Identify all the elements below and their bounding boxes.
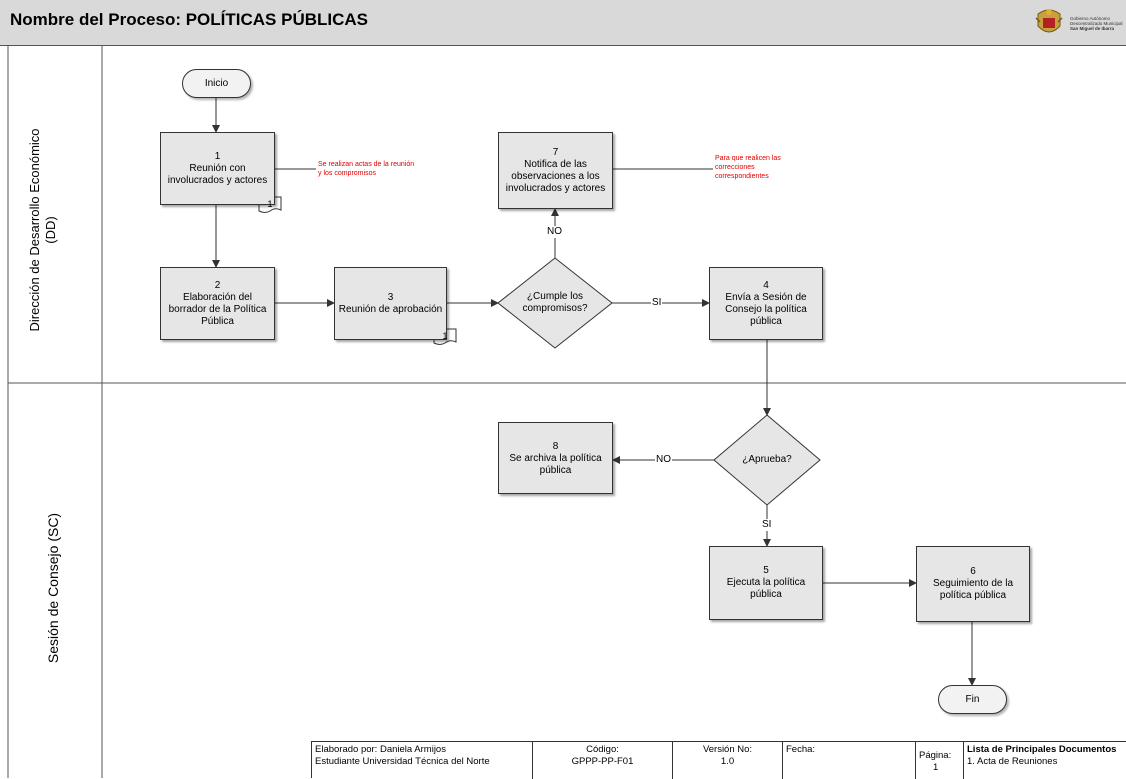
start-terminal[interactable]: Inicio <box>182 69 251 98</box>
step-6-box[interactable]: 6 Seguimiento de la política pública <box>916 546 1030 622</box>
step-8-number: 8 <box>552 441 559 452</box>
step-2-box[interactable]: 2 Elaboración del borrador de la Polític… <box>160 267 275 340</box>
decision-d1-label: ¿Cumple los compromisos? <box>522 291 588 314</box>
decision-d2-label: ¿Aprueba? <box>742 454 792 465</box>
step-4-text: Envía a Sesión de Consejo la política pú… <box>725 291 807 327</box>
decision-d1-shape <box>497 257 613 349</box>
note-step-1: Se realizan actas de la reunión y los co… <box>318 161 415 177</box>
process-title: Nombre del Proceso: POLÍTICAS PÚBLICAS <box>10 10 368 29</box>
footer-date: Fecha: <box>783 742 916 779</box>
note-step-7: Para que realicen las correcciones corre… <box>715 155 781 180</box>
step-8-text: Se archiva la política pública <box>509 453 602 476</box>
step-7-text: Notifica de las observaciones a los invo… <box>505 158 606 194</box>
edge-label-d1-no: NO <box>546 226 563 238</box>
step-6-text: Seguimiento de la política pública <box>932 578 1014 601</box>
step-3-text: Reunión de aprobación <box>338 303 443 315</box>
step-8-box[interactable]: 8 Se archiva la política pública <box>498 422 613 494</box>
municipality-logo: Gobierno Autónomo Descentralizado Munici… <box>1032 6 1126 42</box>
document-3-label: 1 <box>442 331 448 341</box>
step-2-text: Elaboración del borrador de la Política … <box>168 291 267 327</box>
edge-label-d2-yes: SI <box>761 519 773 531</box>
footer-version: Versión No:1.0 <box>673 742 783 779</box>
step-1-text: Reunión con involucrados y actores <box>167 162 268 186</box>
step-5-box[interactable]: 5 Ejecuta la política pública <box>709 546 823 620</box>
edge-label-d1-yes: SI <box>651 297 663 309</box>
step-5-number: 5 <box>763 565 769 576</box>
process-header: Nombre del Proceso: POLÍTICAS PÚBLICAS G… <box>0 0 1126 46</box>
edge-label-d2-no: NO <box>655 454 672 466</box>
step-1-number: 1 <box>214 150 221 162</box>
step-2-number: 2 <box>214 279 221 291</box>
footer-code: Código:GPPP-PP-F01 <box>533 742 673 779</box>
step-3-number: 3 <box>387 291 394 303</box>
end-terminal[interactable]: Fin <box>938 685 1007 714</box>
step-4-box[interactable]: 4 Envía a Sesión de Consejo la política … <box>709 267 823 340</box>
step-6-number: 6 <box>970 566 976 577</box>
lane-dd-label: Dirección de Desarrollo Económico(DD) <box>27 128 58 332</box>
lane-sc-label: Sesión de Consejo (SC) <box>45 512 61 664</box>
step-5-text: Ejecuta la política pública <box>726 577 806 600</box>
footer-page: Página:1 <box>916 742 964 779</box>
step-7-box[interactable]: 7 Notifica de las observaciones a los in… <box>498 132 613 209</box>
step-1-box[interactable]: 1 Reunión con involucrados y actores <box>160 132 275 205</box>
document-1-label: 1 <box>267 199 273 209</box>
step-3-box[interactable]: 3 Reunión de aprobación <box>334 267 447 340</box>
step-4-number: 4 <box>763 279 769 291</box>
step-7-number: 7 <box>552 146 559 158</box>
coat-of-arms-icon <box>1035 9 1063 33</box>
logo-text: Gobierno Autónomo Descentralizado Munici… <box>1070 16 1123 31</box>
